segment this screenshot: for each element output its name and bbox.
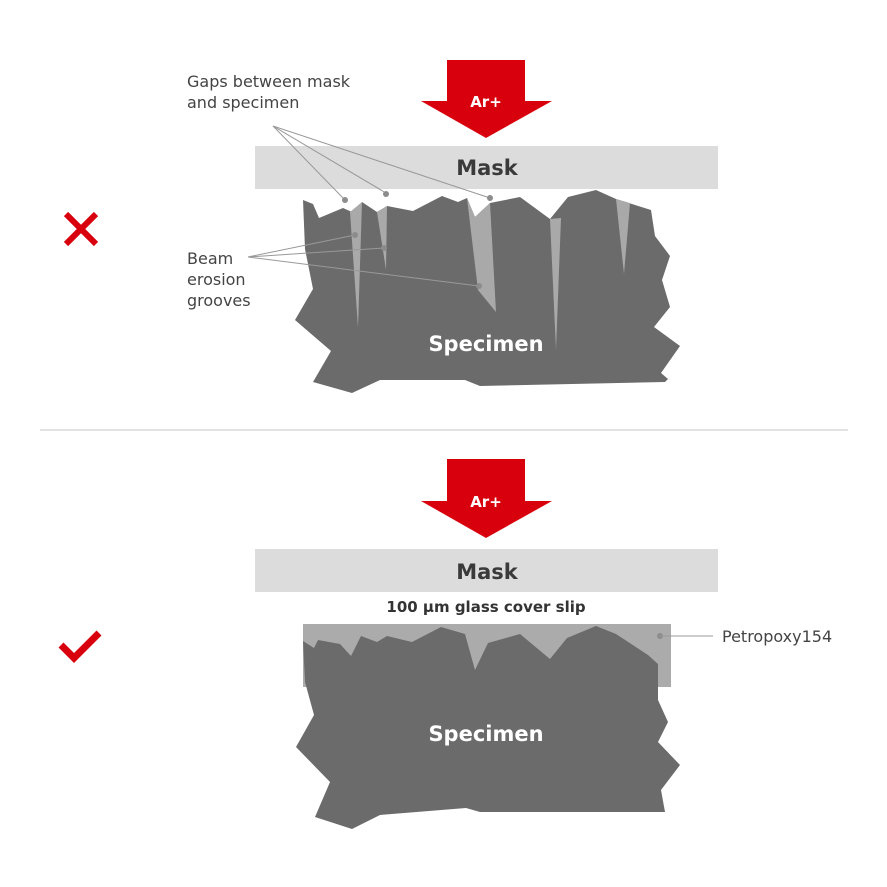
specimen-label: Specimen: [428, 722, 543, 746]
bottom-panel: Ar+ Mask 100 µm glass cover slip Specime…: [58, 459, 832, 829]
mask-bar: [255, 549, 718, 592]
grooves-annotation: Beam erosion grooves: [187, 232, 482, 310]
epoxy-label: Petropoxy154: [722, 627, 832, 646]
epoxy-annotation: Petropoxy154: [657, 627, 832, 646]
ar-beam-label: Ar+: [470, 493, 502, 511]
gaps-note-line1: Gaps between mask: [187, 72, 351, 91]
top-panel: Ar+ Mask Specimen Gaps between mask and …: [63, 60, 718, 393]
cover-slip-label: 100 µm glass cover slip: [386, 598, 585, 616]
beam-erosion-grooves: [350, 198, 630, 350]
check-icon: [58, 630, 102, 663]
grooves-note-line3: grooves: [187, 291, 251, 310]
cross-icon: [63, 211, 99, 247]
grooves-note-line1: Beam: [187, 249, 233, 268]
mask-label: Mask: [456, 560, 519, 584]
ar-beam-arrow: [421, 459, 552, 538]
mask-label: Mask: [456, 156, 519, 180]
ar-beam-arrow: [421, 60, 552, 138]
grooves-note-line2: erosion: [187, 270, 246, 289]
gaps-annotation: Gaps between mask and specimen: [187, 72, 493, 203]
specimen-shape: [296, 626, 680, 829]
specimen-label: Specimen: [428, 332, 543, 356]
mask-bar: [255, 146, 718, 189]
ar-beam-label: Ar+: [470, 93, 502, 111]
gaps-note-line2: and specimen: [187, 93, 299, 112]
